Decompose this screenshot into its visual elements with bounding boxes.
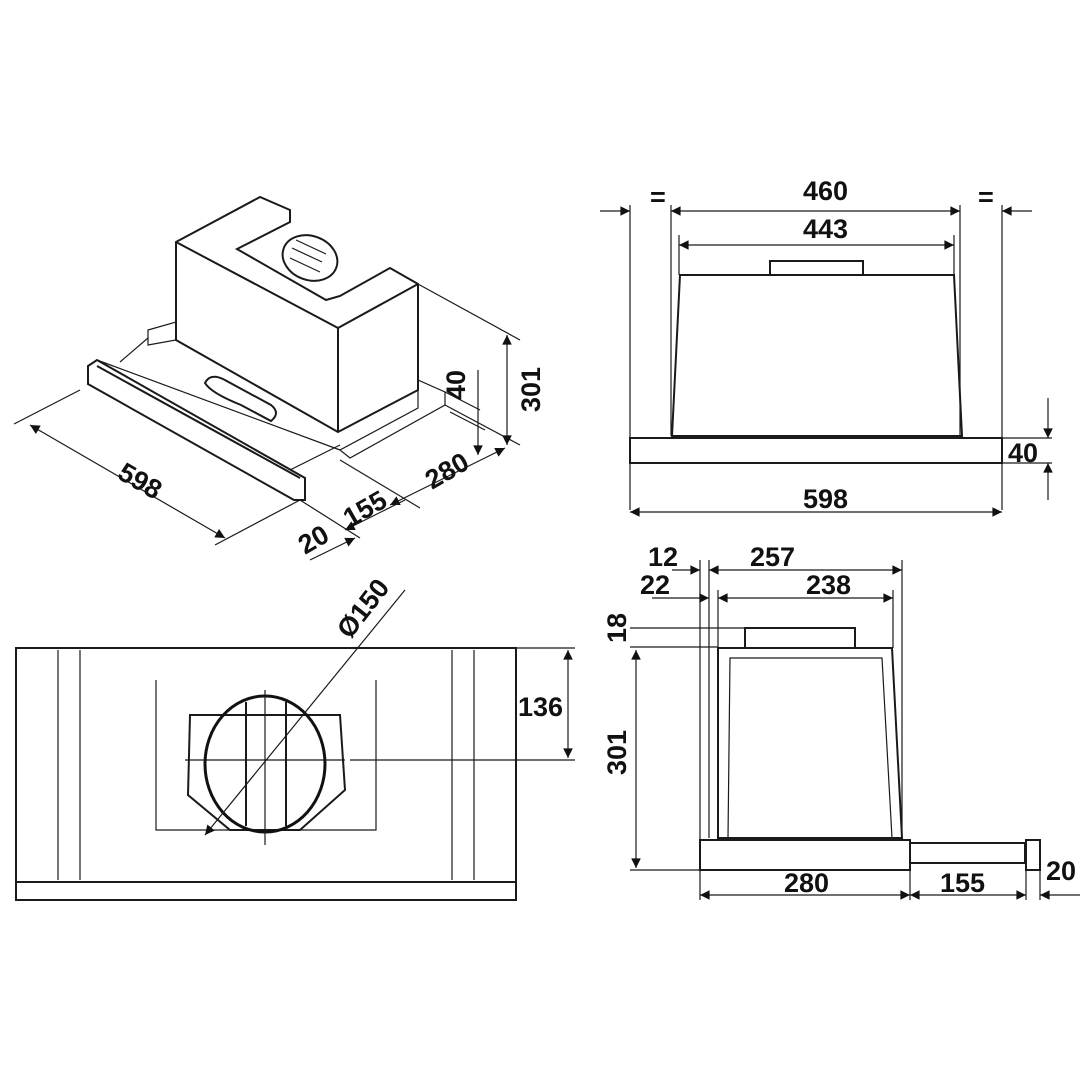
side-depth-label: 280	[784, 868, 829, 898]
iso-visor-thickness-label: 20	[293, 519, 334, 560]
duct-offset-label: 136	[518, 692, 563, 722]
iso-visor-label: 40	[441, 370, 471, 400]
side-extension-label: 155	[940, 868, 985, 898]
front-view: = = 460 443 598 40	[600, 176, 1053, 517]
duct-diameter-label: Ø150	[331, 573, 395, 644]
front-body-width-label: 443	[803, 214, 848, 244]
front-inner-width-label: 460	[803, 176, 848, 206]
bottom-view: 136 Ø150	[15, 573, 575, 901]
side-offset-12-label: 12	[648, 542, 678, 572]
iso-depth-label: 280	[420, 447, 474, 496]
side-collar-label: 18	[602, 613, 632, 643]
side-offset-22-label: 22	[640, 570, 670, 600]
equal-right-label: =	[978, 182, 994, 212]
front-visor-label: 40	[1008, 438, 1038, 468]
iso-width-label: 598	[113, 457, 167, 506]
iso-height-label: 301	[516, 367, 546, 412]
front-total-width-label: 598	[803, 484, 848, 514]
side-width-238-label: 238	[806, 570, 851, 600]
isometric-view: 598 301 40 280 155 20	[13, 195, 546, 561]
iso-extension-label: 155	[338, 485, 392, 534]
side-visor-thickness-label: 20	[1046, 856, 1076, 886]
side-view: 12 257 22 238 18 301 280 155 20	[602, 542, 1080, 900]
equal-left-label: =	[650, 182, 666, 212]
side-height-label: 301	[602, 730, 632, 775]
side-width-257-label: 257	[750, 542, 795, 572]
